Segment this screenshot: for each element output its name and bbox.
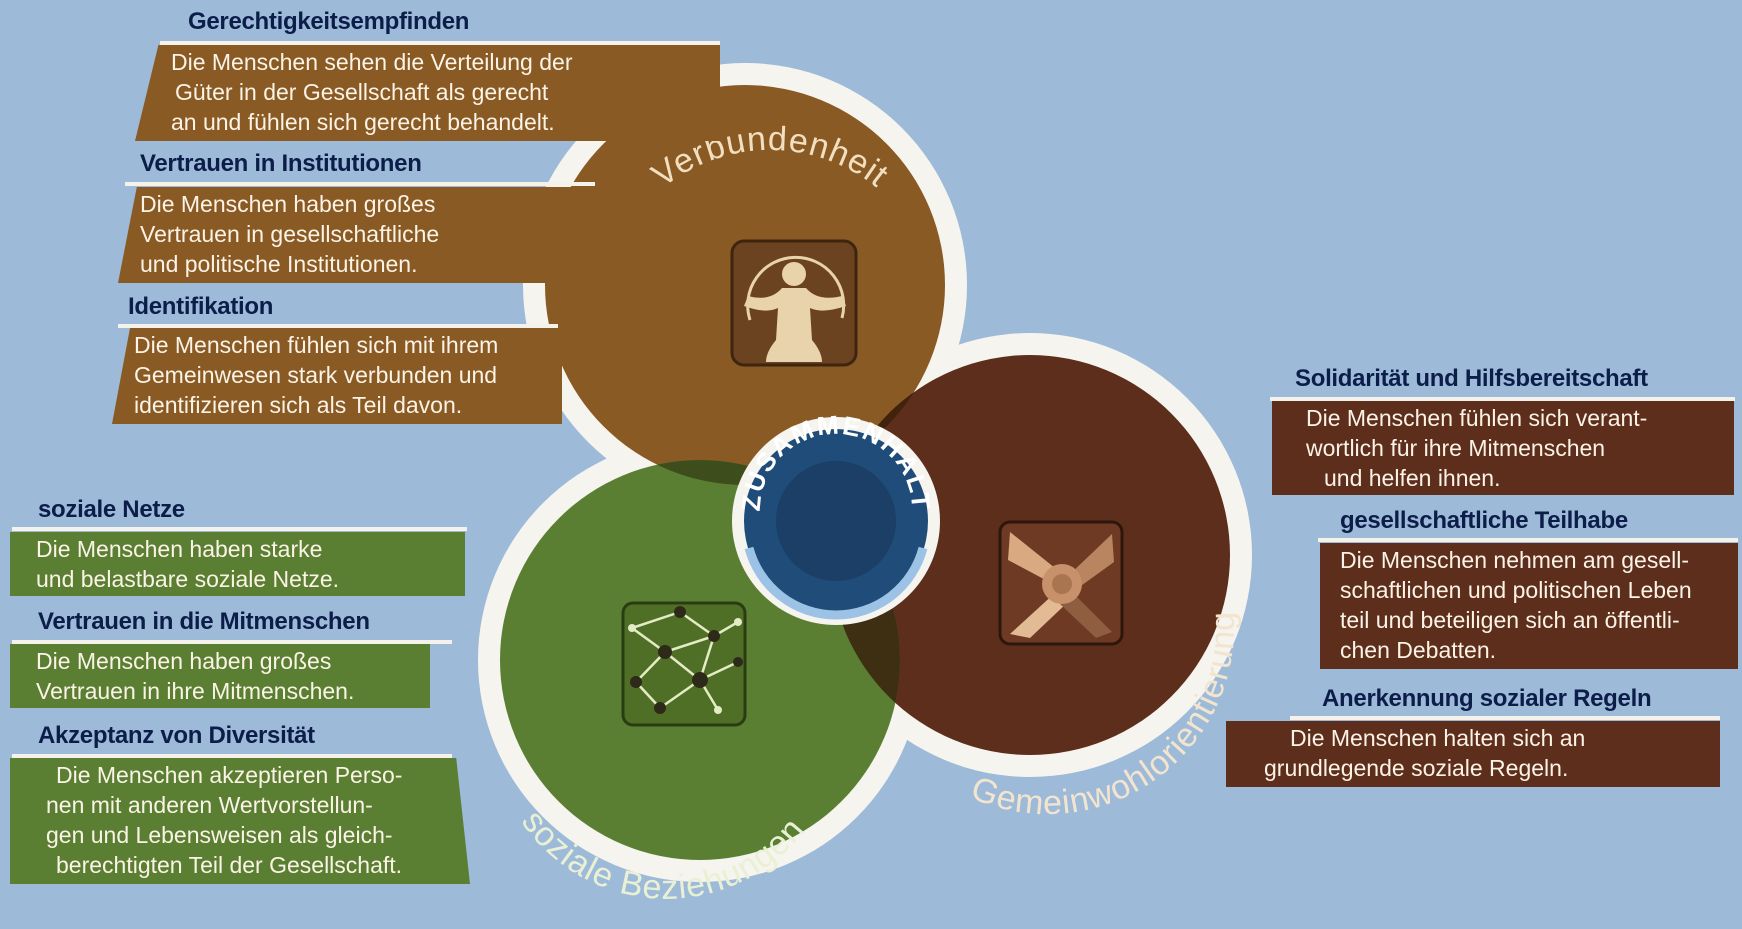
item-title-identifikation: Identifikation — [128, 293, 274, 320]
item-line: wortlich für ihre Mitmenschen — [1306, 435, 1606, 461]
item-line: Vertrauen in ihre Mitmenschen. — [36, 678, 355, 704]
item-line: und helfen ihnen. — [1324, 465, 1501, 491]
title-rule — [118, 324, 558, 328]
item-line: an und fühlen sich gerecht behandelt. — [171, 109, 555, 135]
title-rule — [1318, 538, 1738, 542]
item-line: und belastbare soziale Netze. — [36, 566, 340, 592]
item-box-soziale-netze: Die Menschen haben starke und belastbare… — [10, 532, 465, 596]
item-box-anerkennung: Die Menschen halten sich an grundlegende… — [1226, 721, 1720, 787]
social-network-icon — [621, 601, 747, 727]
item-box-gerechtigkeitsempfinden: Die Menschen sehen die Verteilung der Gü… — [135, 45, 720, 141]
item-box-solidaritaet: Die Menschen fühlen sich verant- wortlic… — [1272, 401, 1734, 495]
center-badge: ZUSAMMENHALT — [732, 409, 940, 625]
title-rule — [1270, 397, 1735, 401]
item-line: Gemeinwesen stark verbunden und — [134, 362, 498, 388]
item-line: Güter in der Gesellschaft als gerecht — [175, 79, 549, 105]
item-line: Die Menschen haben starke — [36, 536, 323, 562]
item-line: Vertrauen in gesellschaftliche — [140, 221, 440, 247]
item-line: Die Menschen fühlen sich mit ihrem — [134, 332, 499, 358]
item-box-diversitaet: Die Menschen akzeptieren Perso- nen mit … — [10, 758, 470, 884]
item-line: grundlegende soziale Regeln. — [1264, 755, 1569, 781]
item-title-soziale-netze: soziale Netze — [38, 496, 185, 523]
item-box-vertrauen-mitmenschen: Die Menschen haben großes Vertrauen in i… — [10, 644, 430, 708]
item-line: teil und beteiligen sich an öffentli- — [1340, 607, 1680, 633]
item-line: Die Menschen akzeptieren Perso- — [56, 762, 403, 788]
item-title-vertrauen-mitmenschen: Vertrauen in die Mitmenschen — [38, 608, 370, 635]
title-rule — [1290, 716, 1720, 720]
item-line: und politische Institutionen. — [140, 251, 418, 277]
item-box-teilhabe: Die Menschen nehmen am gesell- schaftlic… — [1320, 543, 1738, 669]
item-title-gerechtigkeitsempfinden: Gerechtigkeitsempfinden — [188, 8, 470, 35]
title-rule — [12, 754, 452, 758]
item-line: berechtigten Teil der Gesellschaft. — [56, 852, 403, 878]
title-rule — [12, 527, 467, 531]
item-line: chen Debatten. — [1340, 637, 1497, 663]
item-title-teilhabe: gesellschaftliche Teilhabe — [1340, 507, 1628, 534]
item-box-vertrauen-institutionen: Die Menschen haben großes Vertrauen in g… — [118, 187, 588, 283]
item-line: Die Menschen nehmen am gesell- — [1340, 547, 1690, 573]
item-line: nen mit anderen Wertvorstellun- — [46, 792, 373, 818]
item-line: Die Menschen fühlen sich verant- — [1306, 405, 1648, 431]
title-rule — [12, 640, 452, 644]
item-title-vertrauen-institutionen: Vertrauen in Institutionen — [140, 150, 422, 177]
item-line: Die Menschen haben großes — [140, 191, 436, 217]
joined-hands-icon — [998, 520, 1124, 646]
item-line: gen und Lebensweisen als gleich- — [46, 822, 393, 848]
title-rule — [160, 41, 720, 45]
person-embrace-icon — [730, 239, 858, 367]
item-line: identifizieren sich als Teil davon. — [134, 392, 463, 418]
item-line: Die Menschen sehen die Verteilung der — [171, 49, 573, 75]
item-title-anerkennung: Anerkennung sozialer Regeln — [1322, 685, 1652, 712]
item-line: Die Menschen haben großes — [36, 648, 332, 674]
item-line: schaftlichen und politischen Leben — [1340, 577, 1692, 603]
item-line: Die Menschen halten sich an — [1290, 725, 1586, 751]
item-title-solidaritaet: Solidarität und Hilfsbereitschaft — [1295, 365, 1648, 392]
item-title-diversitaet: Akzeptanz von Diversität — [38, 722, 315, 749]
title-rule — [125, 182, 595, 186]
item-box-identifikation: Die Menschen fühlen sich mit ihrem Gemei… — [112, 328, 562, 424]
